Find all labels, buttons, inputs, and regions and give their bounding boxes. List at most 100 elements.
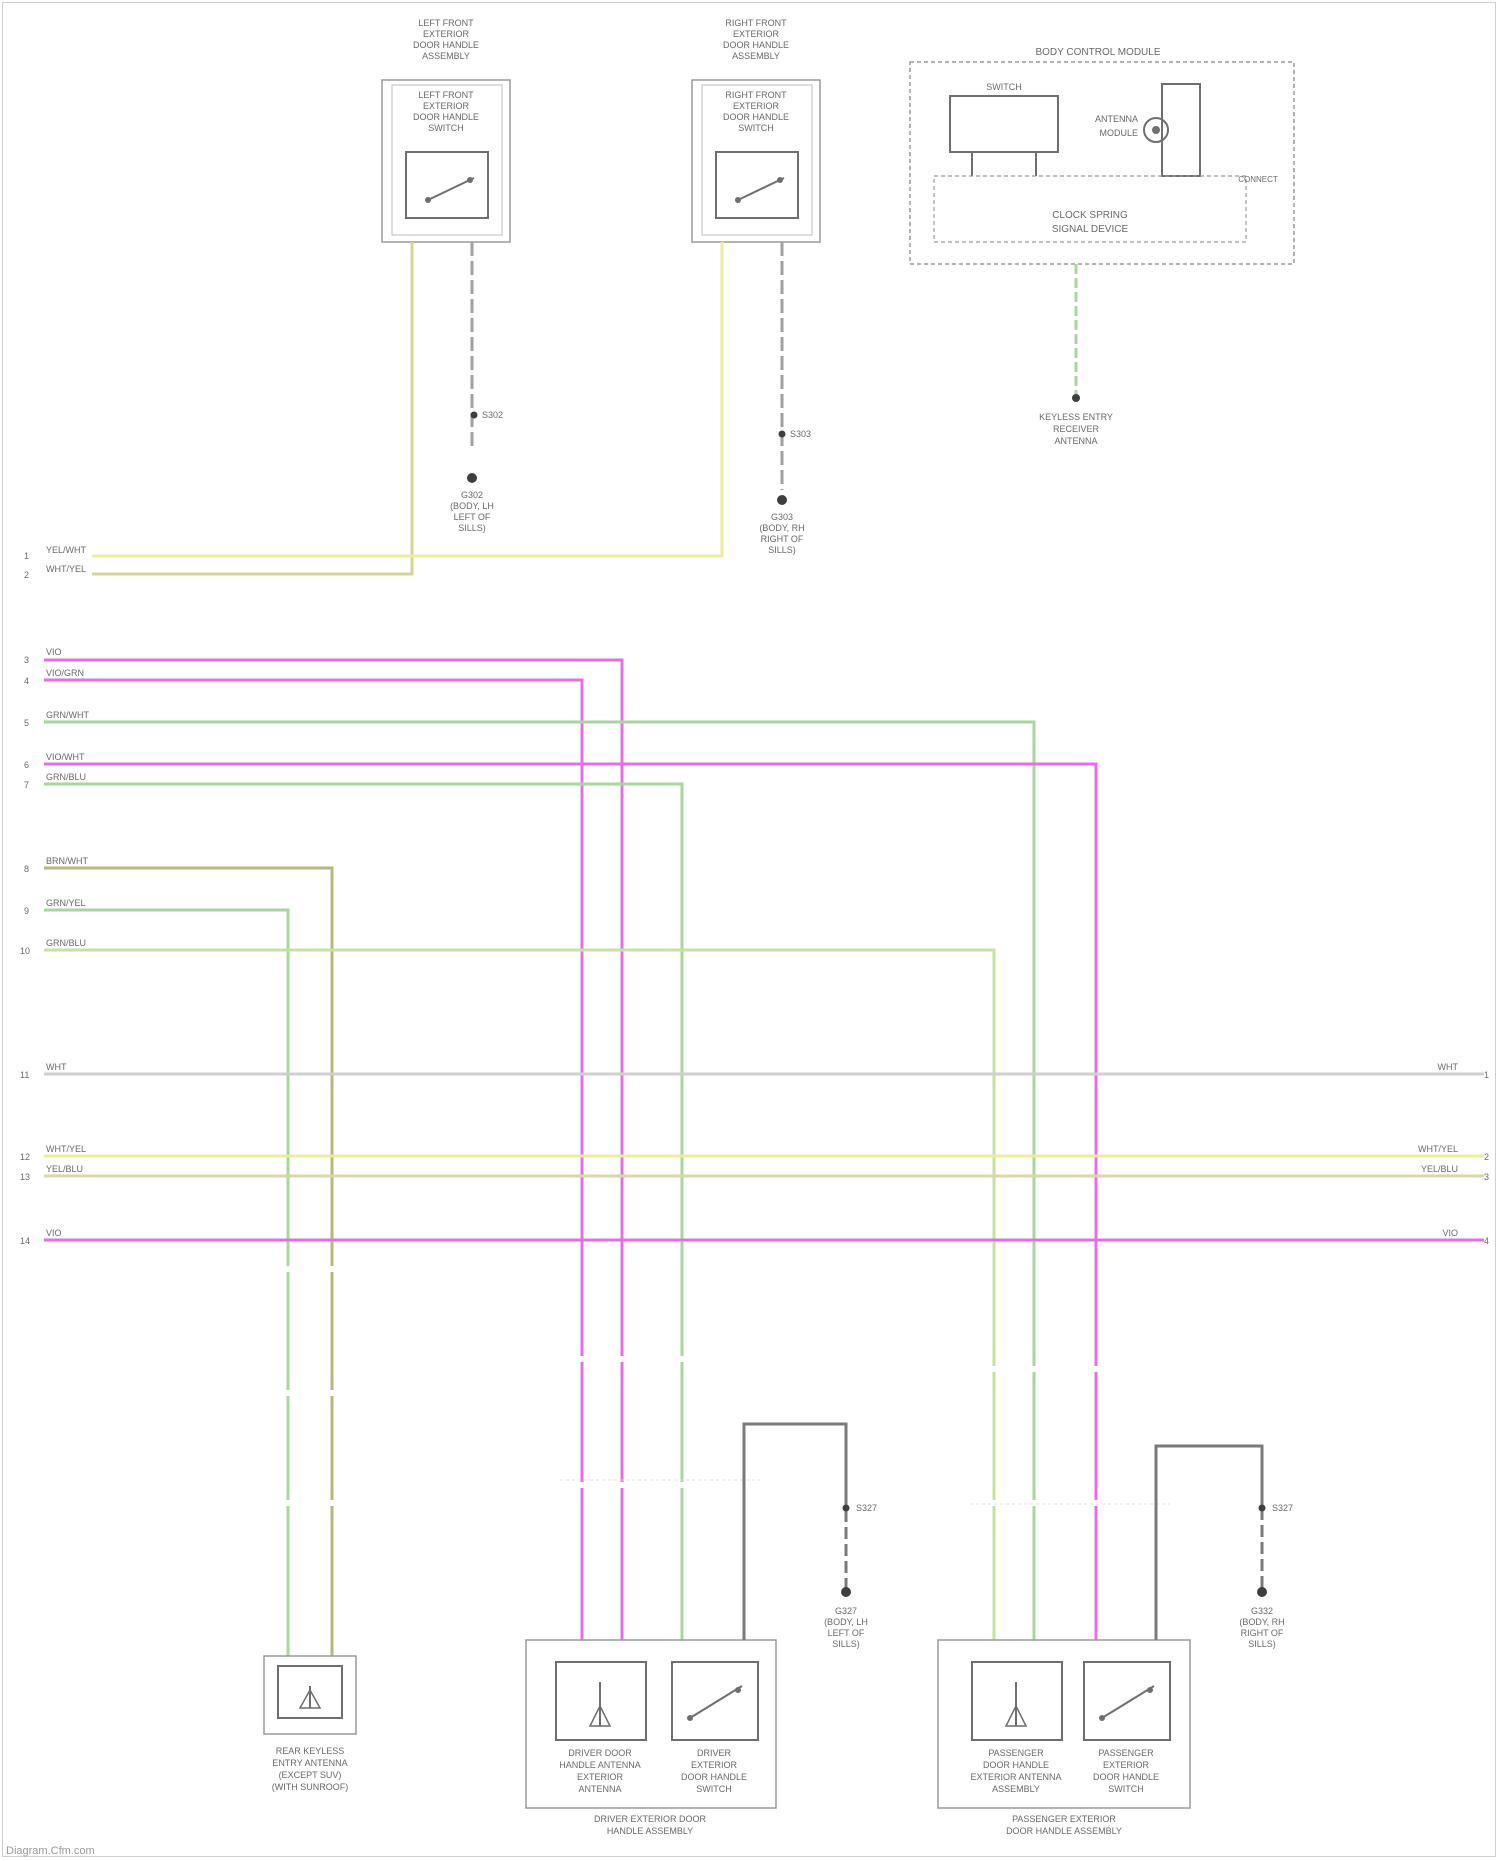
lh-assembly-label-1: DRIVER EXTERIOR DOOR <box>594 1814 707 1824</box>
keyless-label-1: KEYLESS ENTRY <box>1039 412 1113 422</box>
bcm-switch-label: SWITCH <box>986 82 1022 92</box>
splice-rf-label: S303 <box>790 429 811 439</box>
pin-4: 4 <box>24 676 29 686</box>
connector-marks <box>288 1266 1096 1506</box>
lf-assembly-title-2: EXTERIOR <box>423 29 470 39</box>
g-rf-label-2: (BODY, RH <box>759 523 804 533</box>
rear-antenna-label-1: REAR KEYLESS <box>276 1746 345 1756</box>
pin-14: 14 <box>20 1236 30 1246</box>
g-lf-label-4: SILLS) <box>458 523 486 533</box>
rf-switch-label-1: RIGHT FRONT <box>725 90 787 100</box>
right-label-3: YEL/BLU <box>1421 1164 1458 1174</box>
rh-switch-label-2: EXTERIOR <box>1103 1760 1150 1770</box>
left-wire-labels: YEL/WHT WHT/YEL VIO VIO/GRN GRN/WHT VIO/… <box>46 545 89 1238</box>
right-pin-2: 2 <box>1484 1152 1489 1162</box>
wire-label-8: BRN/WHT <box>46 856 88 866</box>
lf-switch-label-3: DOOR HANDLE <box>413 112 479 122</box>
wire-label-1: YEL/WHT <box>46 545 87 555</box>
wire-5-green <box>44 722 1034 1640</box>
pin-7: 7 <box>24 780 29 790</box>
bcm-antenna-label-2: MODULE <box>1099 128 1138 138</box>
pin-1: 1 <box>24 551 29 561</box>
splice-dot-icon <box>1259 1505 1266 1512</box>
wire-label-5: GRN/WHT <box>46 710 89 720</box>
splice-dot-icon <box>471 412 478 419</box>
wire-label-14: VIO <box>46 1228 62 1238</box>
bcm-clock-label-2: SIGNAL DEVICE <box>1052 224 1129 235</box>
rh-antenna-label-2: DOOR HANDLE <box>983 1760 1049 1770</box>
lh-antenna-label-1: DRIVER DOOR <box>568 1748 632 1758</box>
wire-lh-ground <box>744 1424 846 1640</box>
splice-dot-icon <box>779 431 786 438</box>
ground-icon <box>467 473 477 483</box>
rh-switch-label-4: SWITCH <box>1108 1784 1144 1794</box>
rf-switch-label-4: SWITCH <box>738 123 774 133</box>
footer-source: Diagram.Cfm.com <box>6 1845 95 1857</box>
passenger-door-handle-assembly: PASSENGER DOOR HANDLE EXTERIOR ANTENNA A… <box>938 1640 1190 1836</box>
lf-assembly-title-1: LEFT FRONT <box>418 18 474 28</box>
rear-antenna-label-3: (EXCEPT SUV) <box>279 1770 342 1780</box>
pin-9: 9 <box>24 906 29 916</box>
pin-3: 3 <box>24 655 29 665</box>
right-wire-labels: WHT WHT/YEL YEL/BLU VIO 1 2 3 4 <box>1418 1062 1489 1246</box>
wire-label-12: WHT/YEL <box>46 1144 86 1154</box>
body-control-module: BODY CONTROL MODULE SWITCH ANTENNA MODUL… <box>910 47 1294 446</box>
wire-label-6: VIO/WHT <box>46 752 85 762</box>
right-label-4: VIO <box>1442 1228 1458 1238</box>
g-rf-label-3: RIGHT OF <box>761 534 804 544</box>
pin-5: 5 <box>24 718 29 728</box>
wire-label-7: GRN/BLU <box>46 772 86 782</box>
rf-switch-label-2: EXTERIOR <box>733 101 780 111</box>
wire-label-10: GRN/BLU <box>46 938 86 948</box>
lf-assembly-title-4: ASSEMBLY <box>422 51 470 61</box>
rf-assembly-title-4: ASSEMBLY <box>732 51 780 61</box>
bcm-title: BODY CONTROL MODULE <box>1035 47 1160 58</box>
rh-switch-label-3: DOOR HANDLE <box>1093 1772 1159 1782</box>
right-pin-3: 3 <box>1484 1172 1489 1182</box>
connector-lines <box>560 1480 1170 1504</box>
splice-rh-label: S327 <box>1272 1503 1293 1513</box>
rh-antenna-label-1: PASSENGER <box>988 1748 1044 1758</box>
g-lh-label-4: SILLS) <box>832 1639 860 1649</box>
lh-switch-label-2: EXTERIOR <box>691 1760 738 1770</box>
lh-antenna-label-3: EXTERIOR <box>577 1772 624 1782</box>
wire-label-3: VIO <box>46 647 62 657</box>
rf-assembly-title-2: EXTERIOR <box>733 29 780 39</box>
g-lf-label-1: G302 <box>461 490 483 500</box>
g-rh-label-3: RIGHT OF <box>1241 1628 1284 1638</box>
rf-assembly-title-3: DOOR HANDLE <box>723 40 789 50</box>
wire-6-magenta <box>44 764 1096 1640</box>
driver-door-handle-assembly: DRIVER DOOR HANDLE ANTENNA EXTERIOR ANTE… <box>526 1640 776 1836</box>
right-label-1: WHT <box>1438 1062 1459 1072</box>
pin-11: 11 <box>20 1070 29 1080</box>
wire-rf-yellow <box>92 242 722 556</box>
pin-13: 13 <box>20 1172 30 1182</box>
lh-antenna-label-4: ANTENNA <box>578 1784 621 1794</box>
wire-7-green <box>44 784 682 1640</box>
pin-8: 8 <box>24 864 29 874</box>
bcm-pin-label: CONNECT <box>1238 175 1278 184</box>
rf-assembly-title-1: RIGHT FRONT <box>725 18 787 28</box>
rear-antenna-label-4: (WITH SUNROOF) <box>272 1782 349 1792</box>
left-pin-column: 1 2 3 4 5 6 7 8 9 10 11 12 13 14 <box>20 551 30 1246</box>
wire-label-4: VIO/GRN <box>46 668 84 678</box>
g-lh-label-3: LEFT OF <box>828 1628 865 1638</box>
ground-icon <box>1257 1587 1267 1597</box>
lf-switch-label-4: SWITCH <box>428 123 464 133</box>
rh-assembly-label-2: DOOR HANDLE ASSEMBLY <box>1006 1826 1122 1836</box>
rh-assembly-label-1: PASSENGER EXTERIOR <box>1012 1814 1116 1824</box>
rear-antenna-label-2: ENTRY ANTENNA <box>272 1758 347 1768</box>
lh-assembly-label-2: HANDLE ASSEMBLY <box>607 1826 693 1836</box>
splice-dot-icon <box>843 1505 850 1512</box>
pin-2: 2 <box>24 570 29 580</box>
lf-switch-label-1: LEFT FRONT <box>418 90 474 100</box>
keyless-label-2: RECEIVER <box>1053 424 1100 434</box>
splice-lh-label: S327 <box>856 1503 877 1513</box>
wire-label-13: YEL/BLU <box>46 1164 83 1174</box>
g-lh-label-2: (BODY, LH <box>824 1617 868 1627</box>
lh-switch-label-1: DRIVER <box>697 1748 732 1758</box>
rf-switch-label-3: DOOR HANDLE <box>723 112 789 122</box>
rh-antenna-label-4: ASSEMBLY <box>992 1784 1040 1794</box>
lh-antenna-label-2: HANDLE ANTENNA <box>559 1760 641 1770</box>
